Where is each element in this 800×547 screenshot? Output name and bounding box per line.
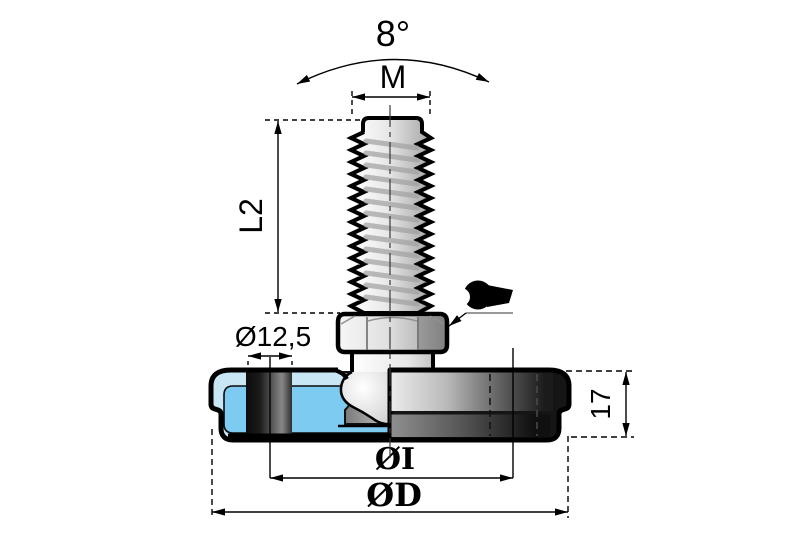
ball-outline bbox=[339, 370, 391, 426]
foot-top-band bbox=[390, 372, 553, 411]
dimension-inner-dia: ØI bbox=[270, 442, 513, 482]
foot-body-right bbox=[387, 367, 572, 443]
thread-shading bbox=[363, 138, 420, 307]
wrench-leader-arrow bbox=[448, 312, 467, 327]
dimension-outer-dia: ØD bbox=[211, 429, 569, 518]
insert-diameter-label: Ø12,5 bbox=[235, 321, 311, 352]
steel-insert-section bbox=[246, 371, 292, 437]
threaded-stud bbox=[346, 116, 436, 315]
inner-diameter-label: ØI bbox=[375, 442, 415, 477]
hex-nut bbox=[335, 311, 450, 355]
angle-label: 8° bbox=[376, 13, 410, 54]
dimension-height-17: 17 bbox=[556, 370, 634, 438]
thread-length-label: L2 bbox=[233, 198, 269, 234]
dimension-angle: 8° bbox=[296, 13, 490, 85]
ball-fill bbox=[340, 372, 390, 425]
wrench-icon bbox=[443, 280, 513, 327]
thread-size-label: M bbox=[380, 59, 407, 95]
height-label: 17 bbox=[585, 388, 616, 419]
foot-bottom-band bbox=[390, 414, 550, 437]
ball-joint bbox=[337, 370, 391, 428]
dimension-l2: L2 bbox=[233, 119, 362, 314]
dimension-insert-dia: Ø12,5 bbox=[235, 321, 311, 370]
foot-left-contour bbox=[208, 367, 390, 443]
outer-diameter-label: ØD bbox=[366, 476, 422, 514]
dimension-thread-m: M bbox=[351, 59, 431, 117]
